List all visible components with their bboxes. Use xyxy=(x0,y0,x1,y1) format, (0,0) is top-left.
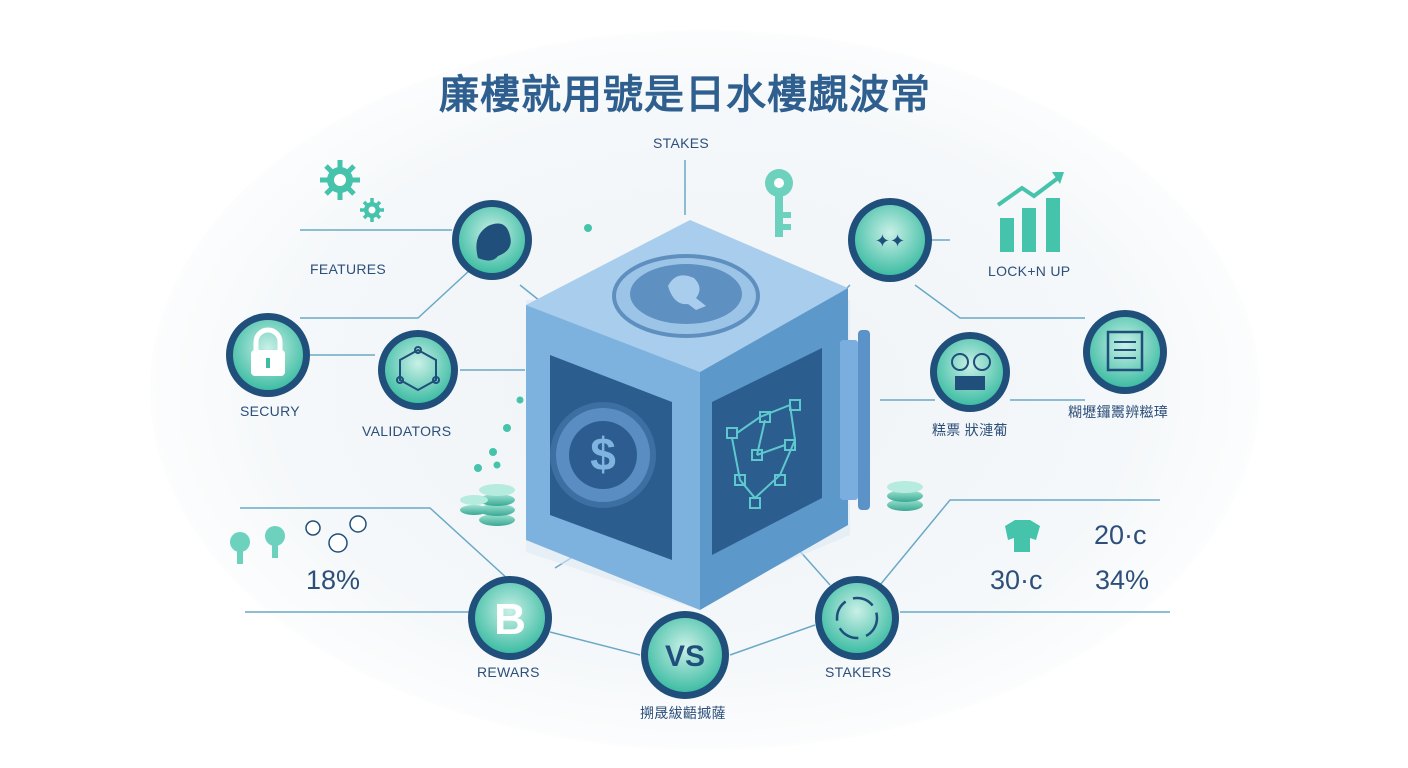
stat-left-percent: 18% xyxy=(306,565,361,595)
pin-icon xyxy=(230,526,285,564)
vs-badge: VS xyxy=(665,640,705,673)
label-security: SECURY xyxy=(240,403,300,419)
connector-lockup-diagonal xyxy=(914,284,1085,319)
connector-vs-left xyxy=(549,631,641,656)
growth-chart-icon xyxy=(996,172,1064,252)
fingerprint-icon xyxy=(668,275,706,310)
document-icon xyxy=(1106,330,1144,372)
node-security xyxy=(226,313,310,397)
label-right-inner: 糕票 狀漣葡 xyxy=(932,422,1008,438)
label-features: FEATURES xyxy=(310,261,387,277)
label-right-mid: 糊壢鑼鬻辨糍璋 xyxy=(1068,404,1169,420)
sparkle-icon: ✦✦ xyxy=(875,231,905,251)
node-features xyxy=(452,200,532,280)
label-bottom-caption: 搠晟紱齬搣薩 xyxy=(640,705,726,721)
key-icon xyxy=(765,169,793,237)
vault-handle xyxy=(840,340,858,500)
vault-handle-bar xyxy=(858,330,870,510)
connector-vs-right xyxy=(729,624,816,656)
node-right-inner xyxy=(930,332,1010,412)
shirt-icon xyxy=(1005,520,1040,552)
vault-cube xyxy=(526,220,870,610)
bag-icon xyxy=(955,376,985,390)
connector-rewards-upper xyxy=(240,507,521,591)
label-stakes: STAKES xyxy=(653,135,710,151)
node-validators xyxy=(378,330,458,410)
connector-stakers-upper xyxy=(879,499,1160,586)
node-rewards: B xyxy=(468,576,552,660)
label-stakers: STAKERS xyxy=(825,664,892,680)
coin-stack-right-icon xyxy=(887,481,923,511)
stat-temp-top: 20·c xyxy=(1094,520,1147,550)
mini-coin-icons xyxy=(305,515,367,553)
connector-features-diagonal xyxy=(300,269,471,319)
coin-stack-icon xyxy=(460,484,515,526)
label-validators: VALIDATORS xyxy=(362,423,452,439)
page-title: 廉樓就用號是日水樓覷波常 xyxy=(439,73,931,117)
gear-small-icon xyxy=(360,198,384,222)
label-locked-up: LOCK+N UP xyxy=(988,263,1071,279)
gear-icon xyxy=(320,160,360,200)
dots xyxy=(474,224,592,472)
node-vs: VS xyxy=(641,611,729,699)
label-rewards: REWARS xyxy=(477,664,540,680)
stat-right-percent: 34% xyxy=(1095,565,1150,595)
padlock-icon xyxy=(253,327,283,352)
coin-small-icon-2 xyxy=(973,353,991,371)
head-icon xyxy=(476,223,511,261)
bitcoin-icon: B xyxy=(494,595,526,644)
stat-temp-bottom: 30·c xyxy=(990,565,1043,595)
node-right-mid xyxy=(1083,310,1167,394)
node-stakers xyxy=(815,576,899,660)
padlock-keyhole xyxy=(266,358,270,368)
node-lockup: ✦✦ xyxy=(848,198,932,282)
coin-small-icon xyxy=(951,353,969,371)
cycle-icon xyxy=(835,596,879,640)
network-icon xyxy=(396,346,440,392)
circuit-icon xyxy=(726,399,801,509)
dollar-sign: $ xyxy=(590,428,616,480)
dollar-coin-inner xyxy=(569,421,637,489)
